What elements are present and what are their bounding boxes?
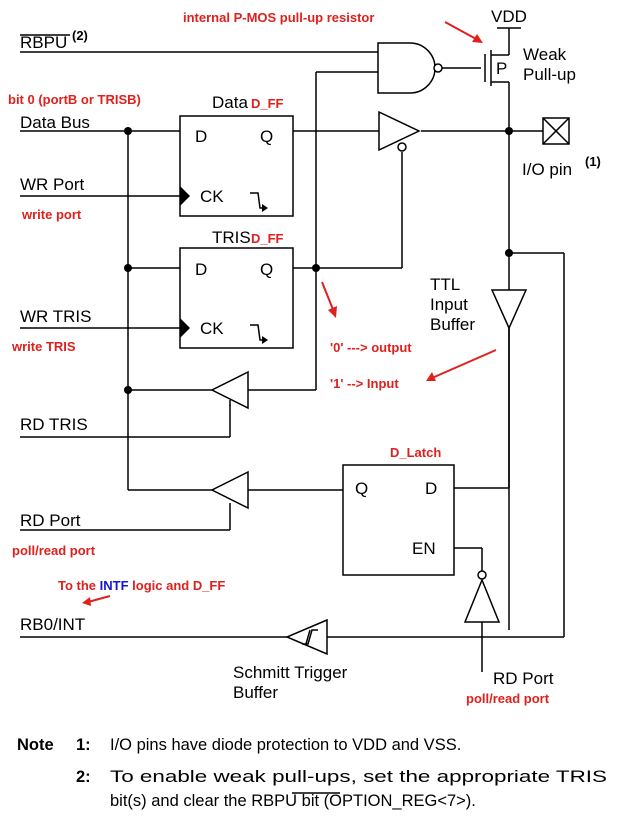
note-label: Note	[17, 736, 54, 754]
note1-number: 1:	[76, 736, 91, 754]
rd-port-inverter	[463, 570, 501, 623]
d-latch-annotation: D_Latch	[390, 445, 441, 460]
schmitt-label-2: Buffer	[233, 683, 278, 702]
data-ff-title: Data	[212, 93, 248, 112]
latch-d: D	[425, 479, 437, 498]
schmitt-trigger-buffer	[285, 618, 328, 656]
one-input-annotation: '1' --> Input	[330, 376, 399, 391]
pmos-transistor-icon	[484, 27, 521, 86]
rd-tris-label: RD TRIS	[20, 415, 88, 434]
data-ff-d: D	[195, 127, 207, 146]
nand-gate	[377, 42, 443, 94]
io-pin-superscript: (1)	[585, 154, 601, 169]
pmos-p-label: P	[496, 59, 507, 78]
wr-port-label: WR Port	[20, 175, 85, 194]
poll-read-annotation-1: poll/read port	[12, 543, 96, 558]
ttl-label-3: Buffer	[430, 315, 475, 334]
rd-tris-buffer	[210, 370, 249, 410]
junction-dots	[124, 127, 513, 394]
ttl-input-buffer	[490, 289, 528, 330]
note2-number: 2:	[76, 768, 91, 786]
rbpu-superscript: (2)	[72, 28, 88, 43]
pmos-annotation: internal P-MOS pull-up resistor	[183, 10, 374, 25]
vdd-label: VDD	[491, 7, 527, 26]
output-tristate-buffer	[378, 110, 421, 152]
ttl-label-1: TTL	[430, 275, 460, 294]
latch-en: EN	[412, 539, 436, 558]
write-tris-annotation: write TRIS	[11, 339, 76, 354]
zero-output-annotation: '0' ---> output	[330, 340, 412, 355]
tris-ff-ck: CK	[200, 319, 224, 338]
schmitt-label-1: Schmitt Trigger	[233, 663, 348, 682]
bit0-annotation: bit 0 (portB or TRISB)	[8, 92, 141, 107]
wires	[20, 28, 565, 672]
tris-ff-q: Q	[260, 260, 273, 279]
data-bus-label: Data Bus	[20, 113, 90, 132]
write-port-annotation: write port	[21, 207, 82, 222]
annotation-arrows	[82, 21, 497, 606]
note2-text-b: bit(s) and clear the RBPU bit (OPTION_RE…	[110, 792, 476, 810]
dff-annotation-1: D_FF	[251, 96, 284, 111]
io-pin-icon	[542, 117, 570, 145]
note2-text-a: To enable weak pull-ups, set the appropr…	[110, 768, 607, 786]
d-latch	[342, 464, 455, 576]
latch-q: Q	[355, 479, 368, 498]
tris-flip-flop	[179, 247, 294, 349]
rb0-int-label: RB0/INT	[20, 615, 85, 634]
data-ff-q: Q	[260, 127, 273, 146]
weak-pullup-label-2: Pull-up	[523, 65, 576, 84]
rd-port-bottom-label: RD Port	[493, 669, 554, 688]
rd-port-label: RD Port	[20, 511, 81, 530]
note1-text: I/O pins have diode protection to VDD an…	[110, 736, 461, 754]
dff-annotation-2: D_FF	[251, 231, 284, 246]
ttl-label-2: Input	[430, 295, 468, 314]
wr-tris-label: WR TRIS	[20, 307, 91, 326]
tris-ff-title: TRIS	[212, 228, 251, 247]
intf-annotation: To the INTF logic and D_FF	[58, 578, 225, 593]
rbpu-label: RBPU	[20, 33, 67, 52]
weak-pullup-label-1: Weak	[523, 45, 567, 64]
io-pin-label: I/O pin	[522, 160, 572, 179]
data-ff-ck: CK	[200, 187, 224, 206]
data-flip-flop	[179, 115, 294, 217]
rd-port-buffer	[210, 470, 249, 510]
tris-ff-d: D	[195, 260, 207, 279]
poll-read-annotation-2: poll/read port	[466, 691, 550, 706]
